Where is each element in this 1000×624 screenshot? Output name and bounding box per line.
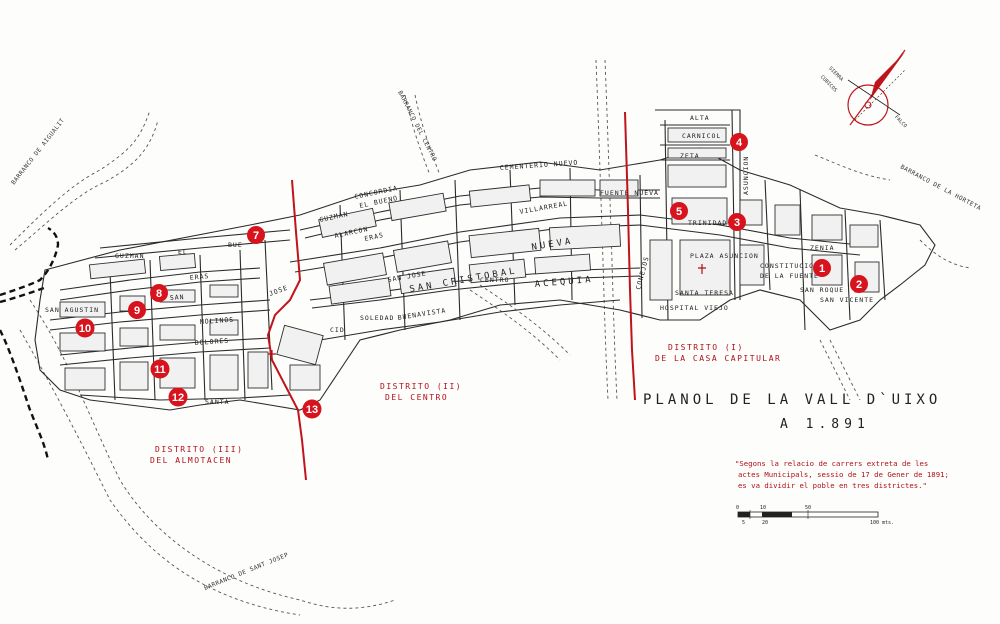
note-line-1: "Segons la relacio de carrers extreta de…	[735, 459, 928, 468]
marker-3[interactable]: 3	[728, 213, 746, 231]
marker-4[interactable]: 4	[730, 133, 748, 151]
scale-label-0: 0	[736, 505, 739, 511]
location-markers: 1 2 3 4 5 7 8 9	[75, 133, 868, 419]
street-label-san-agustin: SAN AGUSTIN	[45, 306, 99, 314]
church-crosses	[268, 264, 706, 360]
street-label-san-roque: SAN ROQUE	[800, 286, 844, 294]
marker-9-label: 9	[134, 305, 140, 317]
street-label-de-la-fuente: DE LA FUENTE	[760, 272, 819, 280]
ravine-label-aigualit: BARRANCO DE AIGUALIT	[10, 117, 66, 186]
marker-2-label: 2	[856, 279, 862, 291]
street-label-fuente-nueva: FUENTE NUEVA	[600, 189, 659, 197]
street-label-zeta: ZETA	[680, 152, 700, 160]
compass-label-c: FALCO	[893, 114, 908, 129]
marker-2[interactable]: 2	[850, 275, 868, 293]
marker-3-label: 3	[734, 217, 740, 229]
thick-dashed-roads	[0, 226, 60, 461]
street-label-trinidad: TRINIDAD	[688, 219, 727, 227]
ravine-label-horteta: BARRANCO DE LA HORTETA	[899, 164, 982, 213]
note-line-3: es va dividir el poble en tres districte…	[738, 481, 927, 490]
marker-8[interactable]: 8	[150, 284, 168, 302]
street-label-acequia: ACEQUIA	[534, 275, 594, 290]
street-label-centro: CENTRO	[480, 276, 509, 284]
street-label-san: SAN	[170, 293, 185, 302]
town-outline	[34, 147, 936, 411]
marker-5-label: 5	[676, 206, 682, 218]
street-label-hospital-viejo: HOSPITAL VIEJO	[660, 304, 729, 312]
street-label-jose: JOSE	[268, 284, 289, 298]
marker-1-label: 1	[819, 263, 825, 275]
street-label-cementerio-nuevo: CEMENTERIO NUEVO	[500, 159, 579, 172]
scale-label-20: 20	[762, 520, 768, 526]
street-label-constitucion: CONSTITUCION	[760, 262, 819, 270]
building-blocks	[59, 127, 880, 391]
street-label-eras: ERAS	[364, 231, 385, 243]
marker-5[interactable]: 5	[670, 202, 688, 220]
street-label-guzman-west: GUZMAN	[115, 252, 144, 260]
scale-label-5: 5	[742, 520, 745, 526]
district-1-line2: DE LA CASA CAPITULAR	[655, 354, 781, 363]
street-label-santa: SANTA	[205, 398, 230, 406]
ravine-lines	[9, 59, 971, 616]
street-label-conejos: CONEJOS	[634, 255, 651, 290]
street-label-soledad: SOLEDAD	[360, 314, 394, 322]
marker-9[interactable]: 9	[128, 301, 146, 319]
street-label-santa-teresa: SANTA TERESA	[675, 289, 734, 297]
scale-bar: 0 10 50 5 20 100 mts.	[736, 505, 894, 526]
marker-13-label: 13	[306, 404, 318, 416]
street-label-eras-west: ERAS	[189, 272, 209, 282]
street-label-molinos: MOLINOS	[200, 316, 235, 326]
map-subtitle: A 1.891	[780, 417, 870, 432]
street-label-zenia: ZENIA	[810, 244, 835, 252]
district-3-line1: DISTRITO (III)	[155, 445, 243, 454]
street-label-dolores: DOLORES	[195, 337, 230, 347]
district-1-line1: DISTRITO (I)	[668, 343, 744, 352]
marker-10[interactable]: 10	[75, 318, 95, 338]
district-2-line2: DEL CENTRO	[385, 393, 448, 402]
district-3-line2: DEL ALMOTACEN	[150, 456, 232, 465]
scale-label-100: 100 mts.	[870, 520, 894, 526]
scale-label-50: 50	[805, 505, 811, 511]
district-dividers	[266, 111, 636, 481]
district-2-line1: DISTRITO (II)	[380, 382, 462, 391]
street-label-alta: ALTA	[690, 114, 710, 122]
street-label-plaza-asuncion: PLAZA ASUNCION	[690, 252, 759, 260]
street-label-san-vicente: SAN VICENTE	[820, 296, 874, 304]
ravine-label-sant-josep: BARRANCO DE SANT JOSEP	[203, 551, 290, 591]
marker-7[interactable]: 7	[247, 226, 265, 244]
street-label-asuncion: ASUNCION	[742, 156, 750, 195]
street-label-villarreal: VILLARREAL	[519, 200, 569, 216]
street-label-el: EL	[178, 248, 188, 256]
marker-12[interactable]: 12	[168, 387, 188, 407]
street-label-cid: CID	[330, 326, 345, 334]
marker-11-label: 11	[154, 364, 166, 376]
note-line-2: actes Municipals, sessio de 17 de Gener …	[738, 470, 949, 479]
marker-7-label: 7	[253, 230, 259, 242]
district-labels: DISTRITO (I) DE LA CASA CAPITULAR DISTRI…	[150, 343, 781, 465]
scale-label-10: 10	[760, 505, 766, 511]
marker-8-label: 8	[156, 288, 162, 300]
marker-12-label: 12	[172, 392, 184, 404]
map-title: PLANOL DE LA VALL D`UIXO	[643, 392, 941, 408]
marker-4-label: 4	[736, 137, 743, 149]
marker-1[interactable]: 1	[813, 259, 831, 277]
street-label-carnicol: CARNICOL	[682, 132, 721, 140]
street-label-bue: BUE	[228, 241, 243, 249]
marker-11[interactable]: 11	[150, 359, 170, 379]
compass-rose: SIERRA CUBICOS FALCO	[819, 49, 908, 129]
marker-10-label: 10	[79, 323, 91, 335]
marker-13[interactable]: 13	[302, 399, 322, 419]
ravine-label-centro: BARRANCO DEL CENTRO	[396, 90, 438, 163]
